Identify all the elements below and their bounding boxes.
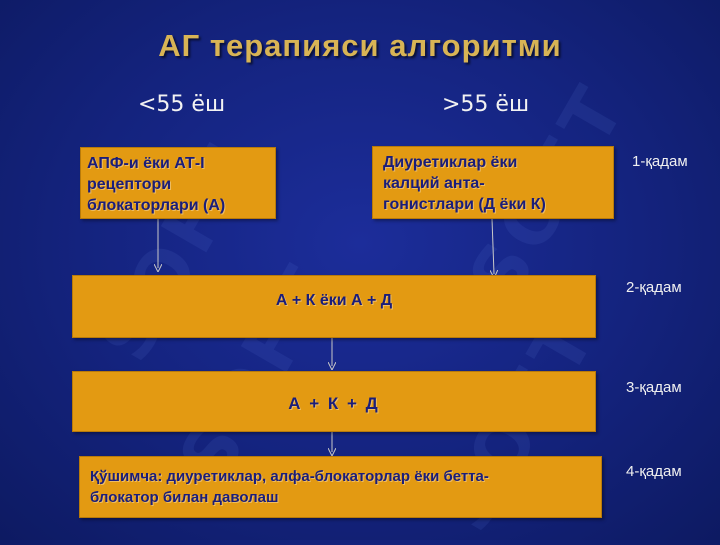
step-label-4: 4-қадам — [626, 463, 682, 480]
slide-title: АГ терапияси алгоритми — [158, 28, 562, 63]
box-step3-text: А + К + Д — [288, 394, 380, 413]
box-under-55-start: АПФ-и ёки АТ-I рецептори блокаторлари (А… — [80, 147, 276, 219]
box-step4: Қўшимча: диуретиклар, алфа-блокаторлар ё… — [79, 456, 602, 518]
age-group-under-55: <55 ёш — [138, 92, 226, 117]
step-label-1: 1-қадам — [632, 153, 688, 170]
box-under-55-text: АПФ-и ёки АТ-I рецептори блокаторлари (А… — [87, 155, 226, 214]
box-step2: А + К ёки А + Д — [72, 275, 596, 338]
box-step2-text: А + К ёки А + Д — [275, 292, 393, 309]
box-over-55-start: Диуретиклар ёки калций анта- гонистлари … — [372, 146, 614, 219]
arrow-right-to-step2 — [492, 218, 494, 274]
step-label-3: 3-қадам — [626, 379, 682, 396]
step-label-2: 2-қадам — [626, 279, 682, 296]
box-over-55-text: Диуретиклар ёки калций анта- гонистлари … — [383, 154, 546, 213]
age-group-over-55: >55 ёш — [442, 92, 530, 117]
box-step3: А + К + Д — [72, 371, 596, 432]
box-step4-text: Қўшимча: диуретиклар, алфа-блокаторлар ё… — [90, 468, 489, 506]
